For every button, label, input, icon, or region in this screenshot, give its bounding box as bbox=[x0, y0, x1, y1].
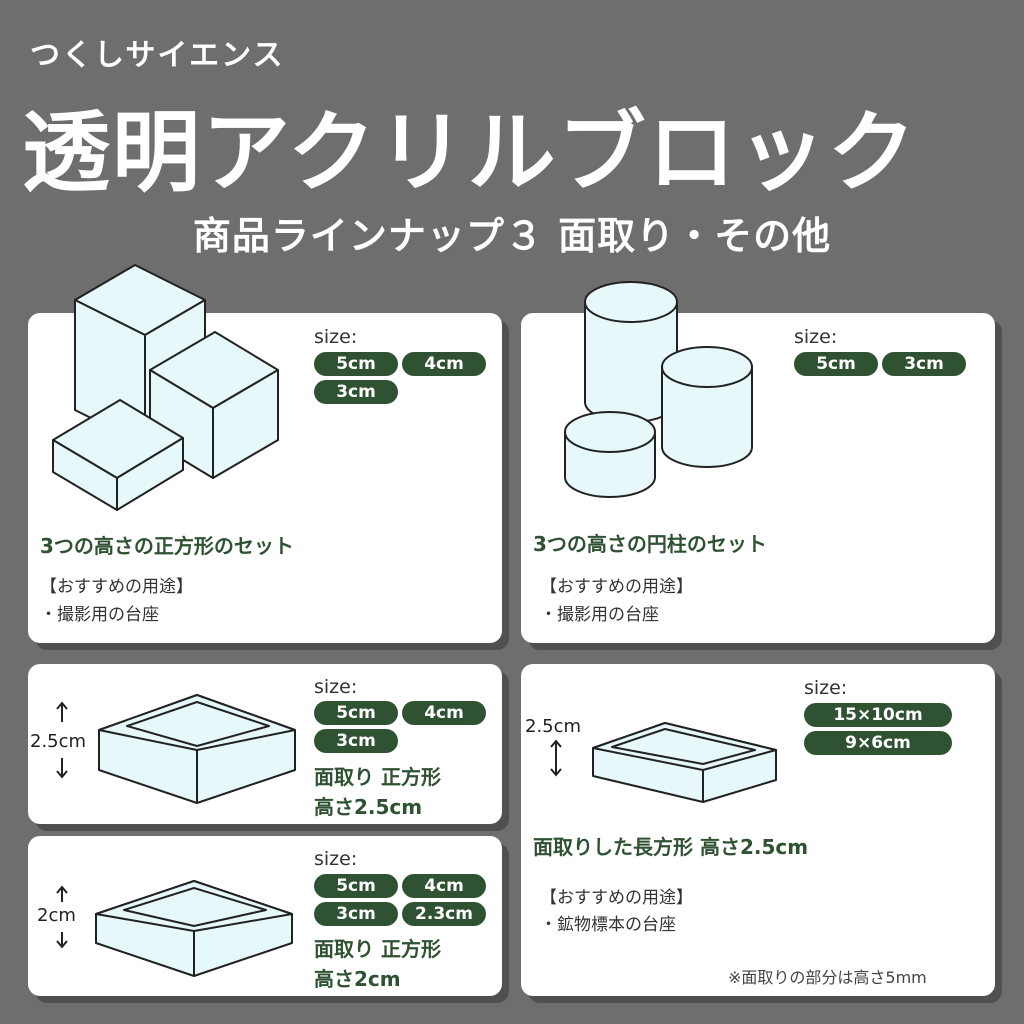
recommend-item: ・撮影用の台座 bbox=[540, 605, 659, 625]
chamfer-rectangle-illustration bbox=[592, 722, 777, 803]
brand-name: つくしサイエンス bbox=[30, 38, 285, 73]
cylinder-set-illustration bbox=[564, 281, 753, 498]
product-desc: 高さ2cm bbox=[314, 967, 401, 991]
size-tag: 3cm bbox=[314, 729, 398, 753]
size-tag: 5cm bbox=[314, 352, 398, 376]
size-tag: 4cm bbox=[402, 701, 486, 725]
product-desc: 面取り 正方形 bbox=[314, 765, 441, 789]
recommend-item: ・撮影用の台座 bbox=[40, 605, 159, 625]
height-dimension: 2.5cm bbox=[525, 716, 582, 737]
card-heading: 3つの高さの正方形のセット bbox=[40, 534, 294, 558]
size-tag: 4cm bbox=[402, 352, 486, 376]
height-arrow-icon bbox=[56, 701, 68, 779]
size-tag: 5cm bbox=[314, 701, 398, 725]
size-tag: 5cm bbox=[794, 352, 878, 376]
recommend-title: 【おすすめの用途】 bbox=[540, 888, 693, 908]
size-label: size: bbox=[314, 326, 358, 348]
page-subtitle: 商品ラインナップ３ 面取り・その他 bbox=[192, 214, 832, 258]
size-label: size: bbox=[314, 848, 358, 870]
chamfer-block-illustration bbox=[98, 694, 296, 804]
card-heading: 3つの高さの円柱のセット bbox=[533, 532, 767, 556]
size-tag: 3cm bbox=[882, 352, 966, 376]
height-arrow-icon bbox=[550, 739, 562, 777]
size-tag: 3cm bbox=[314, 380, 398, 404]
height-dimension: 2.5cm bbox=[30, 731, 87, 752]
size-tag: 15×10cm bbox=[804, 703, 952, 727]
product-desc: 高さ2.5cm bbox=[314, 795, 423, 819]
size-label: size: bbox=[804, 677, 848, 699]
recommend-title: 【おすすめの用途】 bbox=[540, 577, 693, 597]
product-desc: 面取り 正方形 bbox=[314, 937, 441, 961]
recommend-item: ・鉱物標本の台座 bbox=[540, 915, 676, 935]
size-tag: 4cm bbox=[402, 874, 486, 898]
chamfer-block-illustration bbox=[95, 880, 293, 977]
size-tag: 5cm bbox=[314, 874, 398, 898]
size-tag: 9×6cm bbox=[804, 731, 952, 755]
size-tag: 2.3cm bbox=[402, 902, 486, 926]
size-label: size: bbox=[794, 326, 838, 348]
page-title: 透明アクリルブロック bbox=[22, 101, 918, 204]
card-heading: 面取りした長方形 高さ2.5cm bbox=[533, 835, 809, 859]
footnote: ※面取りの部分は高さ5mm bbox=[728, 968, 927, 987]
height-arrow-icon bbox=[56, 885, 68, 949]
size-tag: 3cm bbox=[314, 902, 398, 926]
cube-set-illustration bbox=[52, 264, 279, 511]
recommend-title: 【おすすめの用途】 bbox=[40, 577, 193, 597]
height-dimension: 2cm bbox=[37, 905, 76, 926]
size-label: size: bbox=[314, 676, 358, 698]
